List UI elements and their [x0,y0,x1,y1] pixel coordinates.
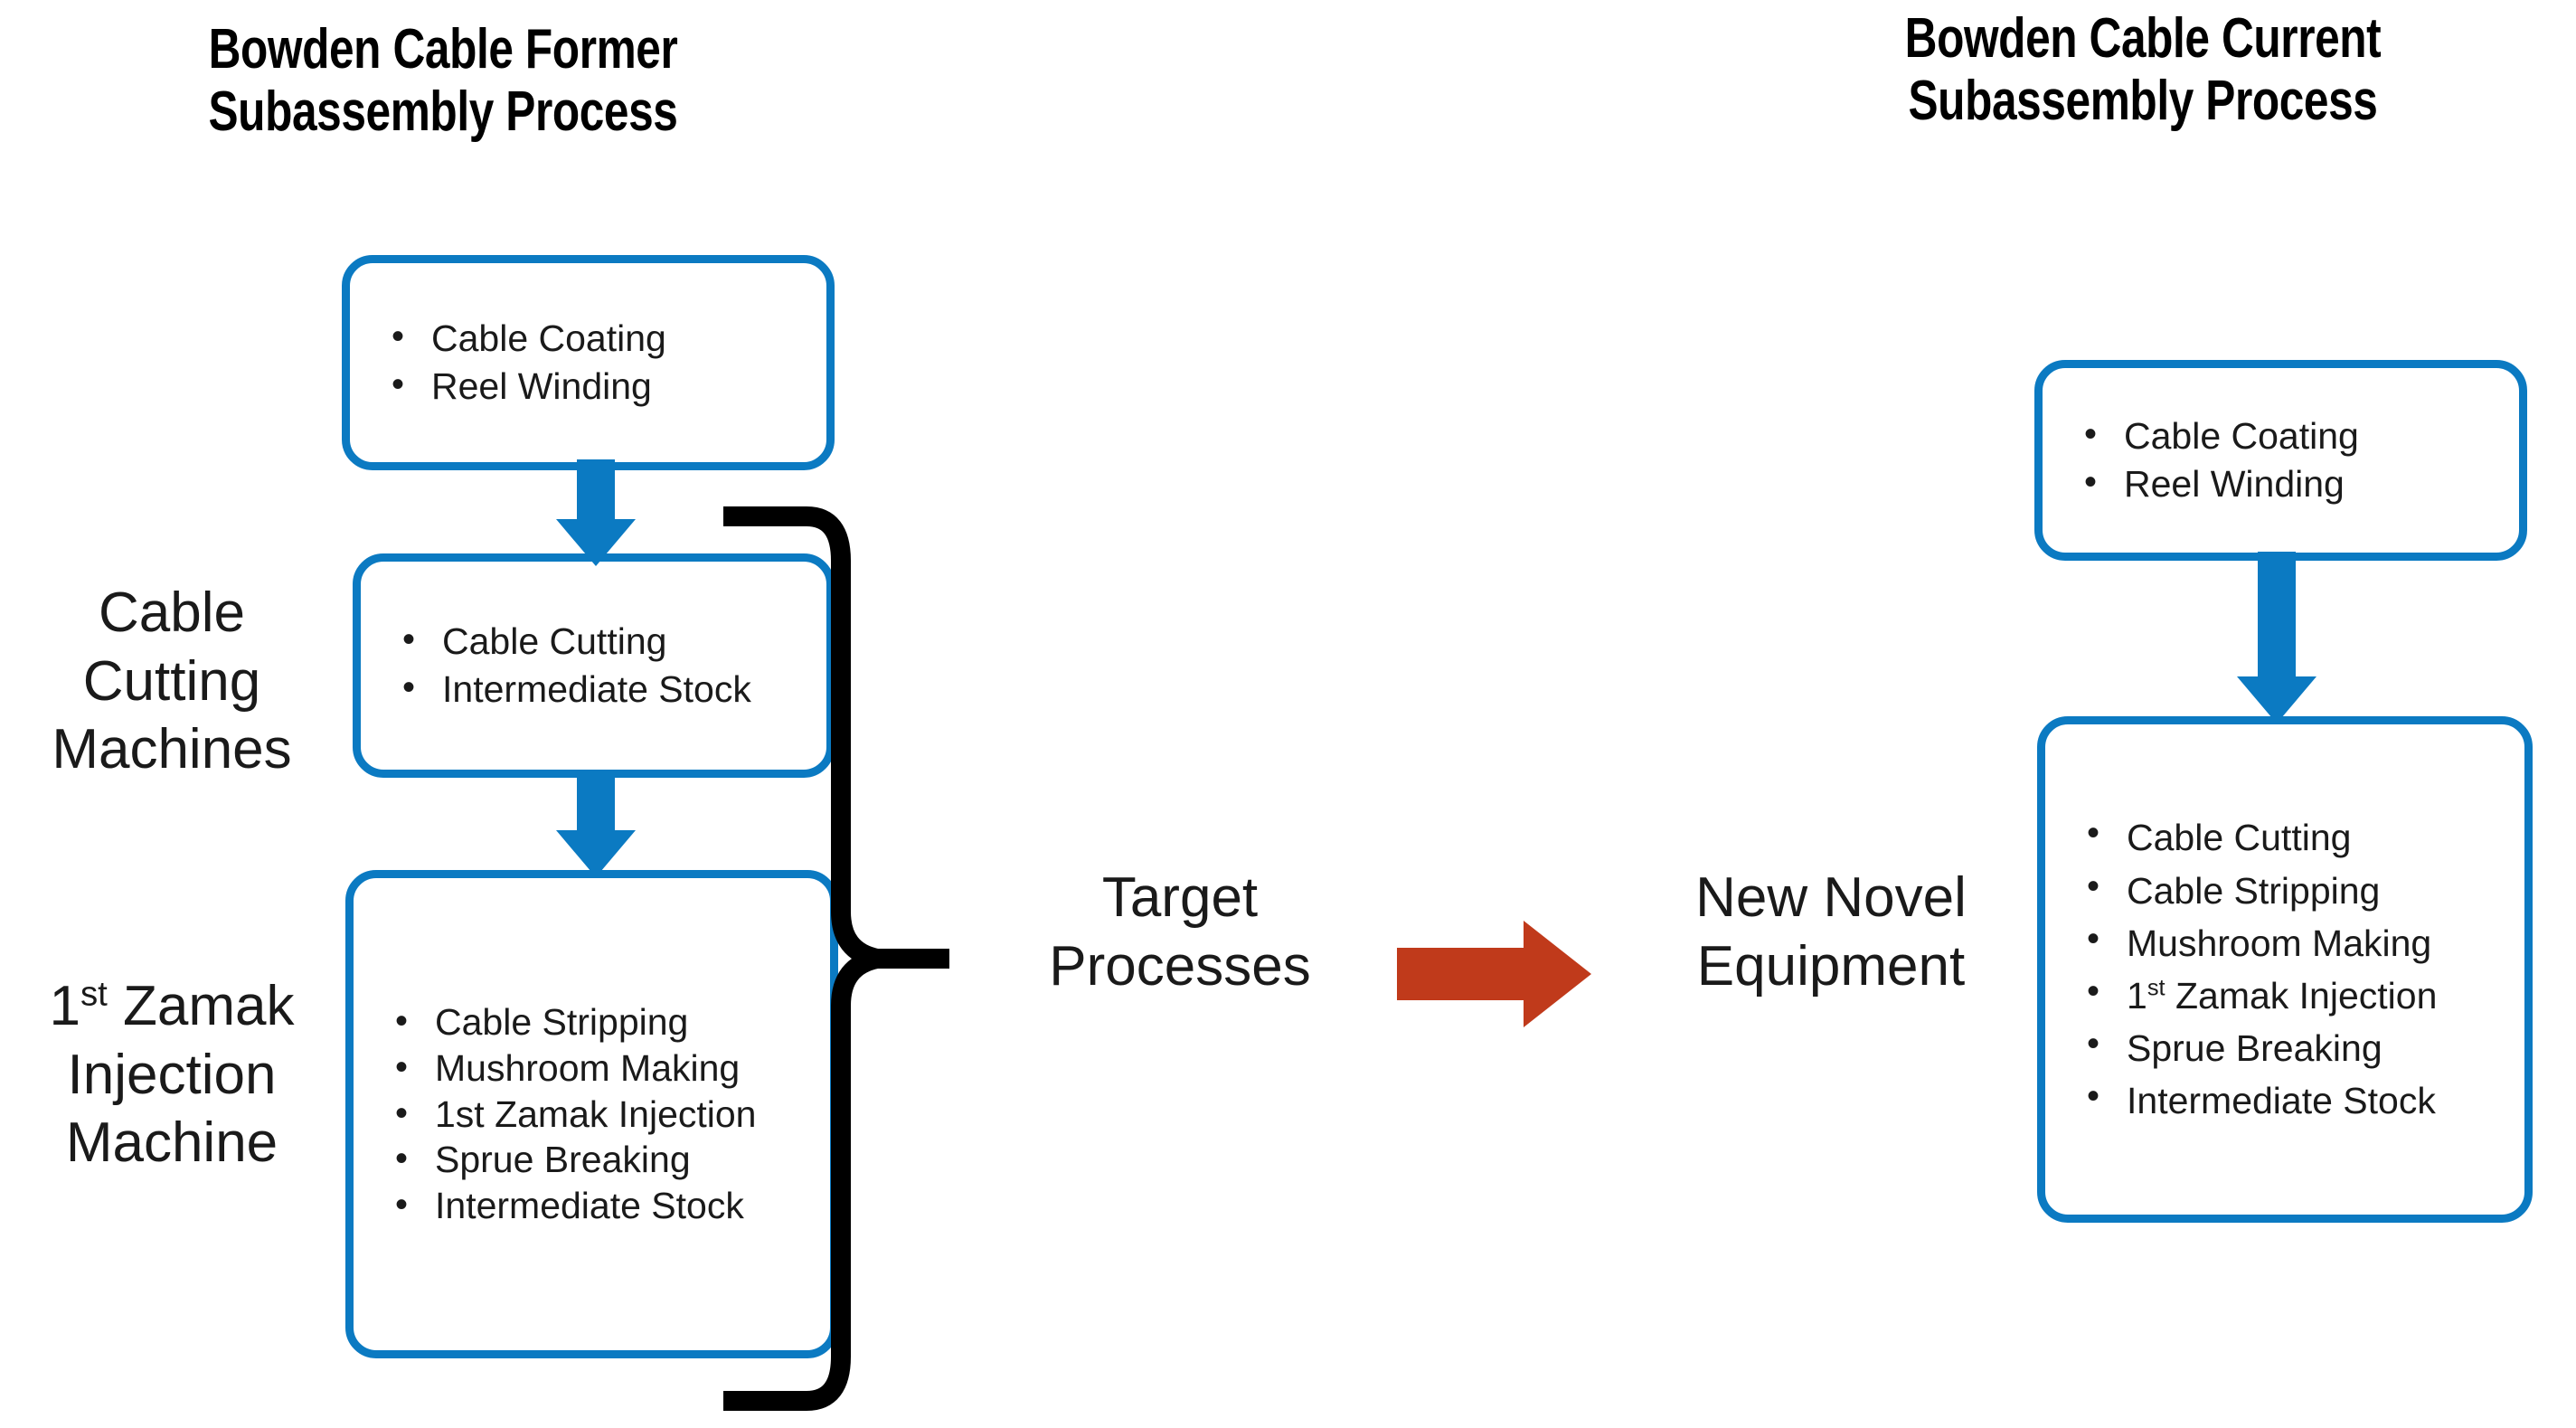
left-process-title: Bowden Cable Former Subassembly Process [208,18,678,144]
label-cable-cutting-machines: Cable Cutting Machines [52,582,292,781]
arrow-shaft [577,459,615,523]
process-list: Cable Stripping Mushroom Making 1st Zama… [354,998,830,1229]
arrow-down-icon [552,771,639,877]
zamak-ordinal-suffix: st [80,974,108,1014]
list-item: Reel Winding [384,361,826,411]
list-item: Sprue Breaking [2080,1020,2524,1074]
zamak-machine-rest: Zamak Injection Machine [65,975,295,1175]
list-item: Cable Coating [384,313,826,363]
process-box-right-2[interactable]: Cable Cutting Cable Stripping Mushroom M… [2037,716,2533,1223]
list-item: 1st Zamak Injection [2080,968,2524,1022]
process-list: Cable Cutting Intermediate Stock [361,616,826,714]
list-item: Cable Cutting [2080,809,2524,864]
arrow-head [556,519,636,566]
list-item: 1st Zamak Injection [388,1090,830,1138]
zamak-ordinal-number: 1 [49,975,80,1037]
arrow-head [556,830,636,877]
list-item: Intermediate Stock [395,664,826,714]
right-process-title: Bowden Cable Current Subassembly Process [1904,7,2382,133]
grouping-brace-icon [723,506,967,1411]
arrow-shaft [2258,552,2296,680]
list-item: Cable Stripping [2080,863,2524,917]
list-item: Intermediate Stock [2080,1073,2524,1127]
label-target-processes: Target Processes [1049,866,1311,998]
list-item: Intermediate Stock [388,1181,830,1229]
arrow-head [2237,676,2317,723]
list-item: Cable Coating [2077,411,2519,460]
list-item: Mushroom Making [388,1044,830,1092]
process-list: Cable Coating Reel Winding [350,313,826,411]
arrow-shaft [577,771,615,834]
arrow-down-icon [552,459,639,566]
list-item: Reel Winding [2077,459,2519,508]
list-item: Sprue Breaking [388,1135,830,1183]
list-item: Cable Stripping [388,998,830,1045]
right-arrow-icon [1397,921,1591,1027]
label-zamak-injection-machine: 1st Zamak Injection Machine [0,972,344,1177]
label-new-novel-equipment: New Novel Equipment [1695,866,1967,998]
process-list: Cable Cutting Cable Stripping Mushroom M… [2045,809,2524,1127]
arrow-down-icon [2233,552,2320,723]
process-box-right-1[interactable]: Cable Coating Reel Winding [2034,360,2527,561]
list-item: Mushroom Making [2080,915,2524,969]
process-box-left-1[interactable]: Cable Coating Reel Winding [342,255,835,470]
list-item: Cable Cutting [395,616,826,666]
process-list: Cable Coating Reel Winding [2043,411,2519,509]
